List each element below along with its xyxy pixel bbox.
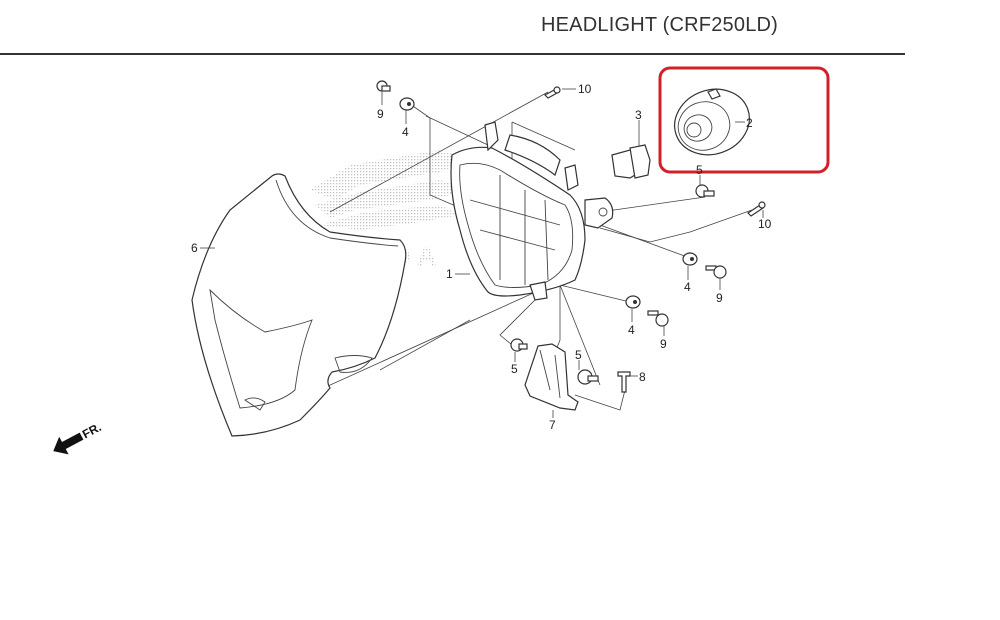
assembly-lines bbox=[274, 91, 753, 411]
part-10-screw-right[interactable] bbox=[747, 201, 766, 218]
callout-4-right: 4 bbox=[684, 280, 691, 294]
part-6-headlight-visor[interactable] bbox=[191, 173, 407, 437]
part-5-collar-bracket[interactable] bbox=[577, 360, 599, 385]
callout-4-middle: 4 bbox=[628, 323, 635, 337]
callout-9-right: 9 bbox=[716, 291, 723, 305]
callout-3: 3 bbox=[635, 108, 642, 122]
callout-9-middle: 9 bbox=[660, 337, 667, 351]
callout-5-left: 5 bbox=[511, 362, 518, 376]
callout-5-right: 5 bbox=[696, 163, 703, 177]
part-4-grommet-right[interactable] bbox=[682, 252, 698, 280]
part-10-screw-top[interactable] bbox=[544, 86, 576, 99]
svg-text:FR.: FR. bbox=[80, 420, 104, 441]
part-9-bolt-middle[interactable] bbox=[647, 310, 669, 336]
callout-7: 7 bbox=[549, 418, 556, 432]
title-divider bbox=[0, 53, 905, 55]
part-9-bolt-top[interactable] bbox=[376, 80, 391, 105]
page-title: HEADLIGHT (CRF250LD) bbox=[541, 14, 779, 36]
callout-1: 1 bbox=[446, 267, 453, 281]
callout-4-top: 4 bbox=[402, 125, 409, 139]
part-8-bolt[interactable] bbox=[617, 371, 638, 393]
part-7-stay[interactable] bbox=[524, 343, 579, 418]
callout-10-top: 10 bbox=[578, 82, 592, 96]
callout-10-right: 10 bbox=[758, 217, 772, 231]
callout-6: 6 bbox=[191, 241, 198, 255]
part-3-headlight-bulb[interactable] bbox=[611, 120, 651, 179]
front-direction-indicator: FR. bbox=[53, 420, 104, 455]
part-2-headlight-bulb-cover[interactable] bbox=[665, 79, 758, 165]
part-9-bolt-right[interactable] bbox=[705, 265, 727, 290]
part-4-grommet-middle[interactable] bbox=[625, 295, 641, 322]
highlight-box bbox=[658, 66, 830, 174]
callout-2: 2 bbox=[746, 116, 753, 130]
part-5-collar-left[interactable] bbox=[510, 338, 528, 362]
arrow-left-icon bbox=[53, 432, 84, 455]
part-4-grommet-top[interactable] bbox=[399, 97, 415, 124]
hardware bbox=[376, 80, 766, 418]
callout-5-bracket: 5 bbox=[575, 348, 582, 362]
callout-9-top: 9 bbox=[377, 107, 384, 121]
callout-labels: 1 2 3 4 4 4 5 5 5 6 7 8 9 9 9 10 10 bbox=[191, 82, 772, 432]
part-1-headlight-unit[interactable] bbox=[450, 121, 614, 301]
part-5-collar-right[interactable] bbox=[695, 175, 715, 198]
callout-8: 8 bbox=[639, 370, 646, 384]
